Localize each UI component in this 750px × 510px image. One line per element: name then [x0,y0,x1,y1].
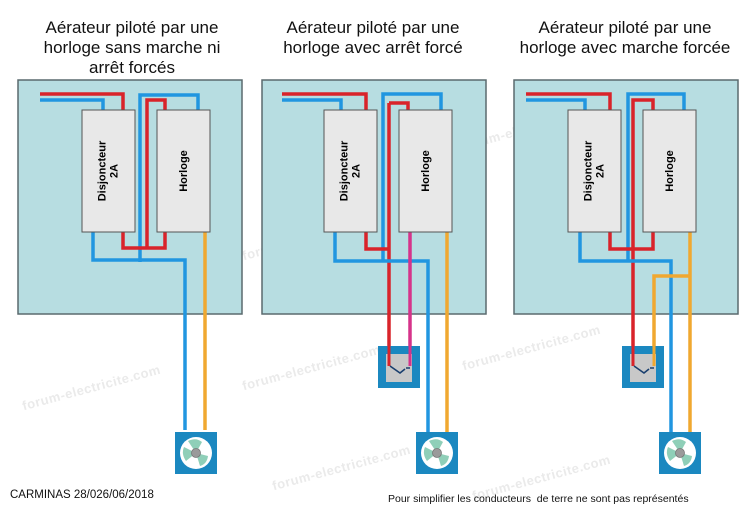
phase-wire [282,92,368,110]
phase-wire [631,98,655,360]
breaker-label: Disjoncteur 2A [82,110,135,232]
neutral-wire [526,98,587,110]
phase-wire [40,92,125,110]
breaker-module [81,109,136,233]
breaker-label-line: 2A [594,163,607,179]
breaker-module [567,109,622,233]
fan-icon [174,431,218,475]
breaker-label-line: 2A [108,163,121,179]
neutral-wire [40,98,105,110]
clock-module [398,109,453,233]
panel-3 [513,79,739,315]
neutral-wire [91,232,187,430]
neutral-wire [578,232,673,432]
clock-module [642,109,697,233]
breaker-label: Disjoncteur 2A [324,110,377,232]
phase-wire [145,98,167,248]
diagram-3 [513,79,739,475]
breaker-label: Disjoncteur 2A [568,110,621,232]
return-wire [652,274,690,360]
phase-wire [387,101,410,360]
breaker-label-line: 2A [350,163,363,179]
title-line: horloge avec arrêt forcé [283,38,463,57]
clock-label-text: Horloge [419,150,432,192]
phase-wire [526,92,612,110]
neutral-wire [138,93,200,262]
note: Pour simplifier les conducteurs de terre… [388,493,689,505]
neutral-wire [381,92,443,262]
switch-icon [622,346,664,388]
clock-label: Horloge [643,110,696,232]
neutral-wire [282,98,343,110]
neutral-wire [333,232,430,432]
neutral-wire [626,92,686,262]
clock-label: Horloge [399,110,452,232]
breaker-label-line: Disjoncteur [338,140,351,202]
phase-wire [121,232,167,250]
breaker-module [323,109,378,233]
diagram-2-title: Aérateur piloté par une horloge avec arr… [248,18,498,58]
title-line: Aérateur piloté par une [538,18,712,37]
fan-icon [658,431,702,475]
title-line: Aérateur piloté par une [45,18,219,37]
title-line: horloge avec marche forcée [519,38,731,57]
diagram-2 [261,79,487,475]
title-line: arrêt forcés [89,58,175,77]
title-line: horloge sans marche ni [43,38,221,57]
clock-label-text: Horloge [663,150,676,192]
fan-icon [415,431,459,475]
breaker-label-line: Disjoncteur [582,140,595,202]
diagram-1 [17,79,243,475]
phase-wire [364,232,389,251]
title-line: Aérateur piloté par une [286,18,460,37]
clock-label-text: Horloge [177,150,190,192]
diagram-1-title: Aérateur piloté par une horloge sans mar… [7,18,257,78]
breaker-label-line: Disjoncteur [96,140,109,202]
diagram-3-title: Aérateur piloté par une horloge avec mar… [500,18,750,58]
clock-module [156,109,211,233]
author-date: CARMINAS 28/026/06/2018 [10,489,154,501]
switch-icon [378,346,420,388]
clock-label: Horloge [157,110,210,232]
